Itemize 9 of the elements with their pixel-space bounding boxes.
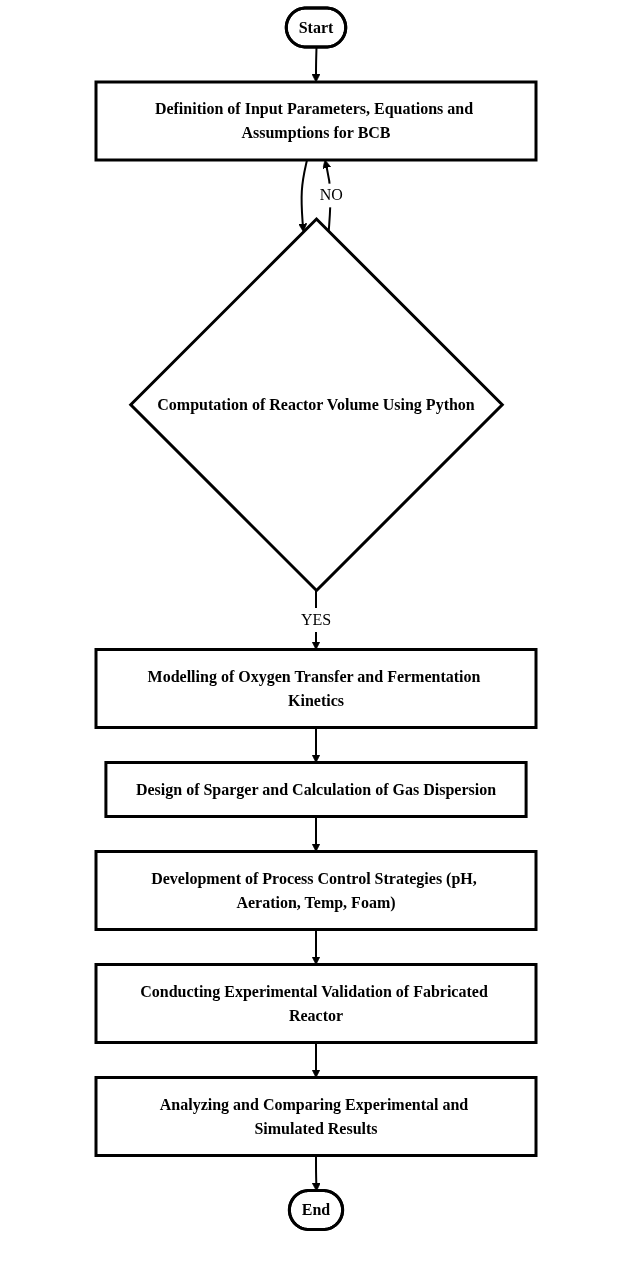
- node-box: Analyzing and Comparing Experimental and Simulated Results: [94, 1076, 537, 1157]
- edge-label: NO: [319, 186, 343, 204]
- node-box: Development of Process Control Strategies (pH, Aeration, Temp, Foam): [94, 850, 537, 931]
- node-box: Conducting Experimental Validation of Fabricated Reactor: [94, 963, 537, 1044]
- node-box: Definition of Input Parameters, Equations and Assumptions for BCB: [94, 80, 537, 162]
- node-box: Design of Sparger and Calculation of Gas Dispersion: [103, 761, 528, 818]
- node-box: Modelling of Oxygen Transfer and Fermentation Kinetics: [94, 648, 537, 729]
- node-diamond: Computation of Reactor Volume Using Python: [128, 216, 504, 593]
- edge-label: YES: [300, 611, 331, 628]
